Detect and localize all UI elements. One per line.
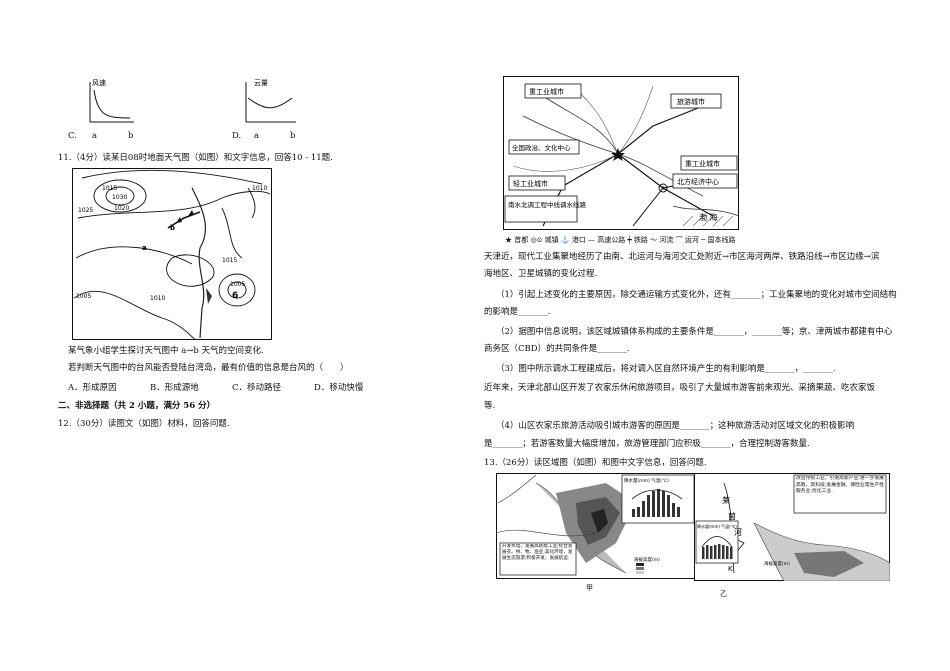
label-k: K xyxy=(728,565,733,573)
map-low-center: 1005 xyxy=(230,281,245,288)
label-tourism: 旅游城市 xyxy=(677,97,705,106)
q12-para2-line2: 等. xyxy=(484,401,496,411)
legend-altitude-2: 海拔高度(m) xyxy=(764,560,790,567)
graph-d-a: a xyxy=(254,131,260,141)
label-he: 河 xyxy=(734,527,742,537)
map-legend: ★ 首都 ◎⊙ 城镇 ⚓ 港口 — 高速公路 ┿ 铁路 〜 河流 ⌒ 运河 ─ … xyxy=(505,236,736,244)
climate-label-2: 降水量(mm) 气温(℃) xyxy=(697,523,737,529)
c-ylabel: 风速 xyxy=(92,79,106,87)
q12-sub2-line1: （2）据图中信息说明，该区域城镇体系构成的主要条件是_______，______… xyxy=(496,327,893,337)
beijing-tianjin-map: 重工业城市 旅游城市 全国政治、文化中心 重工业城市 轻工业城市 北方经济中心 … xyxy=(503,76,739,230)
label-yi: 乙 xyxy=(720,590,727,598)
map-a-label: a xyxy=(142,244,147,252)
region-map-yi: 改造传统工业，引进高新产业;进一步发展高教，高科技;发展金融、保险业等生产性服务… xyxy=(694,473,890,581)
graph-c-b: b xyxy=(128,131,134,141)
label-water-diversion: 南水北调工程中线调水线路 xyxy=(508,200,587,209)
q12-sub1-line1: （1）引起上述变化的主要原因，除交通运输方式变化外，还有_______；工业集聚… xyxy=(496,290,897,300)
q13-stem: 13.（26分）读区域图（如图）和图中文字信息，回答问题. xyxy=(484,458,707,468)
q12-sub2-line2: 商务区（CBD）的共同条件是_______. xyxy=(484,344,630,354)
small-graph-c: 风速 xyxy=(89,79,134,123)
isobar-label: 1015 xyxy=(222,257,237,264)
svg-text:6: 6 xyxy=(232,291,238,301)
label-lai: 莱 xyxy=(722,495,730,505)
d-ylabel: 云量 xyxy=(254,79,268,87)
q11-option-b[interactable]: B．形成源地 xyxy=(150,383,199,393)
q12-sub4-line2: 是_______；若游客数量大幅度增加，旅游管理部门应积极_______，合理控… xyxy=(484,439,810,449)
map-b-label: b xyxy=(170,224,175,232)
label-jia: 甲 xyxy=(586,584,593,592)
q12-para2-line1: 近年来，天津北部山区开发了农家乐休闲旅游项目，吸引了大量城市游客前来观光、采摘果… xyxy=(484,383,876,393)
isobar-label: 1005 xyxy=(76,293,91,300)
q11-text2: 若判断天气图中的台风能否登陆台湾岛，最有价值的信息是台风的（ ） xyxy=(68,363,349,373)
option-c-label: C. xyxy=(68,131,77,141)
label-bohai: 渤 海 xyxy=(699,212,718,222)
weather-map: 1010 1015 1020 1025 1015 1005 1010 b a 1… xyxy=(72,168,272,340)
label-political-center: 全国政治、文化中心 xyxy=(512,143,571,152)
q11-option-d[interactable]: D．移动快慢 xyxy=(314,383,364,393)
isobar-label: 1020 xyxy=(114,205,129,212)
q12-stem: 12.（30分）读图文（如图）材料，回答问题. xyxy=(58,419,230,429)
section-2-heading: 二、非选择题（共 2 小题，满分 56 分） xyxy=(58,401,216,411)
region-map-jia: 降水量(mm) 气温(℃) 开发水电，发展高耗能工业;综合发展农、林、牧、渔业;… xyxy=(496,473,706,579)
small-graph-d: 云量 xyxy=(245,79,296,123)
yi-text-box: 改造传统工业，引进高新产业;进一步发展高教，高科技;发展金融、保险业等生产性服务… xyxy=(796,476,884,494)
isobar-label: 1025 xyxy=(78,207,93,214)
map-high-center: 1030 xyxy=(112,194,127,201)
q11-stem: 11.（4分）读某日08时地面天气图（如图）和文字信息，回答10 - 11题. xyxy=(58,153,333,163)
label-heavy-industry-2: 重工业城市 xyxy=(685,159,720,168)
label-light-industry: 轻工业城市 xyxy=(513,179,548,188)
q11-option-a[interactable]: A．形成原因 xyxy=(68,383,117,393)
q12-para1-line2: 海地区、卫星城镇的变化过程. xyxy=(484,269,598,279)
climate-label-1: 降水量(mm) 气温(℃) xyxy=(624,477,669,484)
isobar-label: 1010 xyxy=(252,185,267,192)
q12-sub4-line1: （4）山区农家乐旅游活动吸引城市游客的原因是_______；这种旅游活动对区域文… xyxy=(496,421,855,431)
option-d-label: D. xyxy=(232,131,242,141)
q12-para1-line1: 天津近，现代工业集聚地经历了由南、北运河与海河交汇处附近→市区海河两岸、铁路沿线… xyxy=(484,252,880,262)
legend-altitude: 海拔高度(m) xyxy=(634,556,660,563)
label-heavy-industry: 重工业城市 xyxy=(529,87,564,96)
isobar-label: 1015 xyxy=(102,185,117,192)
label-north-econ-center: 北方经济中心 xyxy=(677,177,719,186)
q11-text1: 某气象小组学生探讨天气图中 a→b 天气的空间变化. xyxy=(68,346,264,356)
jia-text-box: 开发水电，发展高耗能工业;综合发展农、林、牧、渔业;美化环境，发展生态旅游;积极… xyxy=(502,544,573,561)
q12-sub1-line2: 的影响是_______. xyxy=(484,307,551,317)
q11-option-c[interactable]: C．移动路径 xyxy=(232,383,282,393)
graph-c-a: a xyxy=(92,131,98,141)
isobar-label: 1010 xyxy=(150,295,165,302)
label-yin: 茵 xyxy=(728,511,736,521)
q12-sub3: （3）图中所示调水工程建成后，将对调入区自然环境产生的有利影响是_______，… xyxy=(496,364,836,374)
graph-d-b: b xyxy=(290,131,296,141)
